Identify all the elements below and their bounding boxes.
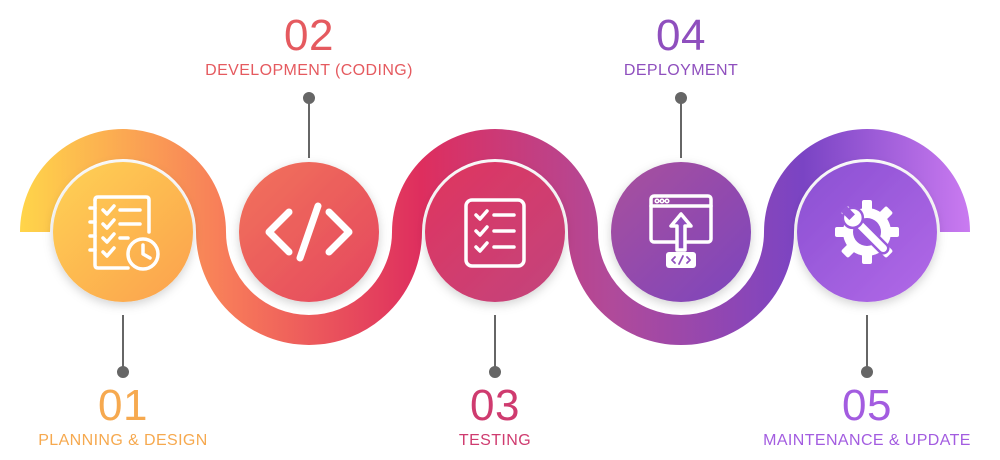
step-3-label: TESTING (459, 432, 531, 449)
step-1-number: 01 (98, 381, 148, 430)
step-4-label: DEPLOYMENT (624, 62, 738, 79)
step-1-label: PLANNING & DESIGN (38, 432, 208, 449)
step-5-number: 05 (842, 381, 892, 430)
wave-band (20, 129, 970, 345)
gear-wrench-icon (835, 200, 899, 264)
code-brackets-icon (265, 202, 353, 262)
connectors (117, 92, 873, 378)
step-5-label: MAINTENANCE & UPDATE (763, 432, 971, 449)
checklist-icon (464, 198, 526, 268)
checklist-clock-icon (88, 195, 160, 271)
step-2-number: 02 (284, 11, 334, 60)
browser-upload-icon (649, 194, 713, 268)
step-2-label: DEVELOPMENT (CODING) (205, 62, 413, 79)
step-1-circle (53, 162, 193, 302)
step-4-number: 04 (656, 11, 706, 60)
step-3-number: 03 (470, 381, 520, 430)
